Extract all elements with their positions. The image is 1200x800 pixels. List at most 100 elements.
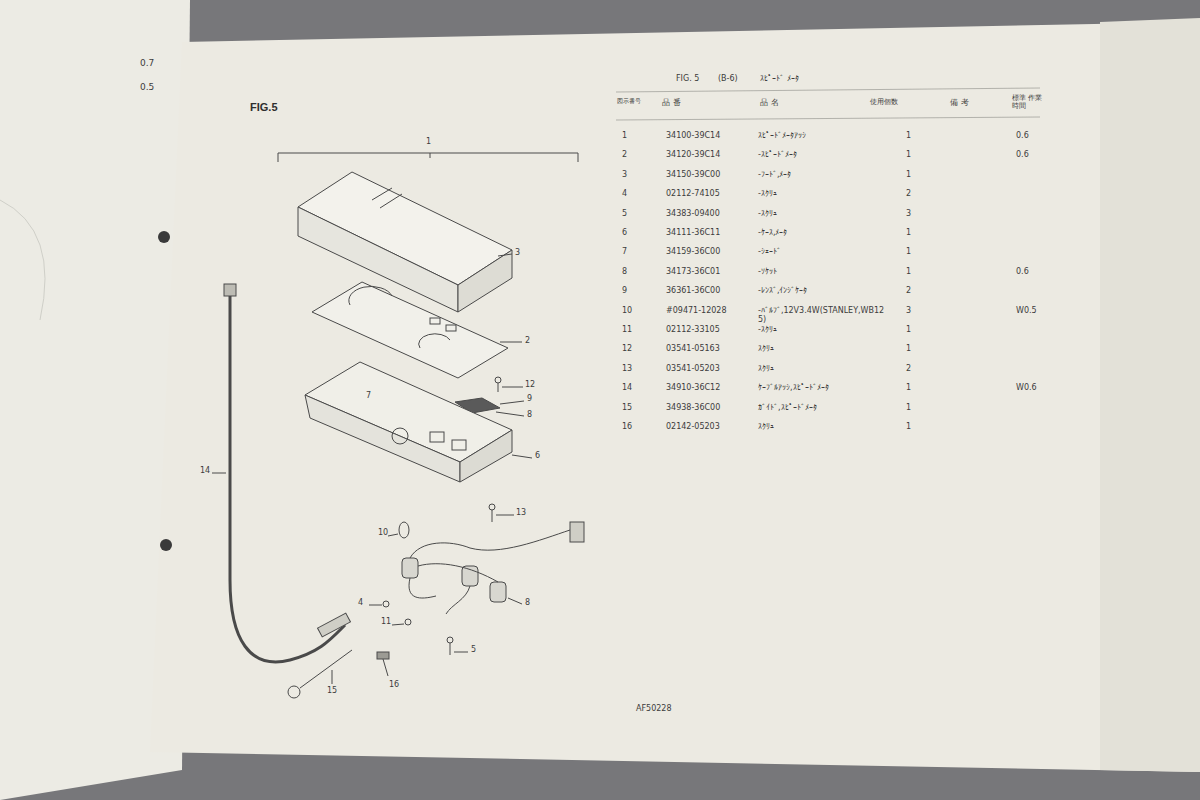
callout-number: 9 (527, 394, 532, 403)
part-name: -ｽｸﾘｭ (758, 325, 777, 334)
connector (570, 522, 584, 542)
ref-number: 12 (622, 344, 632, 353)
ref-number: 1 (622, 131, 627, 140)
page-shade (1100, 18, 1200, 772)
quantity: 1 (906, 228, 911, 237)
binder-hole (160, 539, 172, 551)
cable-guide (300, 650, 352, 688)
quantity: 3 (906, 209, 911, 218)
ref-number: 8 (622, 267, 627, 276)
part-name: ｽｸﾘｭ (758, 422, 774, 431)
bracket-tick (430, 153, 431, 158)
time-value: 0.7 (140, 58, 154, 68)
ref-number: 13 (622, 364, 632, 373)
part-number: 34938-36C00 (666, 403, 720, 412)
meter-hood-side (458, 250, 512, 312)
leader-line (392, 624, 404, 625)
ref-number: 4 (622, 189, 627, 198)
table-title: ｽﾋﾟｰﾄﾞ ﾒｰﾀ (760, 74, 799, 83)
time-value: 0.5 (140, 82, 154, 92)
leader-line (496, 515, 514, 516)
part-number: 34910-36C12 (666, 383, 720, 392)
wire-harness (410, 530, 570, 558)
table-rule (616, 88, 1040, 92)
part-number: 02112-33105 (666, 325, 720, 334)
part-name: -ｽｸﾘｭ (758, 209, 777, 218)
part-name: -ｼｪｰﾄﾞ (758, 247, 781, 256)
column-header: 標準 作業時間 (1012, 94, 1046, 110)
quantity: 1 (906, 344, 911, 353)
screw (489, 504, 495, 510)
leader-line (369, 605, 382, 606)
ref-number: 10 (622, 306, 632, 315)
labour-time: W0.6 (1016, 383, 1037, 392)
part-number: 03541-05163 (666, 344, 720, 353)
screw (492, 510, 493, 522)
part-number: 02142-05203 (666, 422, 720, 431)
indicator-window (446, 325, 456, 331)
screw (383, 601, 389, 607)
cable-fitting (318, 613, 351, 637)
quantity: 1 (906, 267, 911, 276)
ref-number: 16 (622, 422, 632, 431)
callout-number: 16 (389, 680, 399, 689)
leader-line (512, 455, 532, 458)
ref-number: 5 (622, 209, 627, 218)
quantity: 3 (906, 306, 911, 315)
figure-title: FIG.5 (250, 101, 278, 113)
leader-line (498, 254, 512, 256)
quantity: 1 (906, 150, 911, 159)
cable-ferrule (224, 284, 236, 296)
labour-time: 0.6 (1016, 131, 1029, 140)
screw (450, 643, 451, 655)
indicator-window (430, 318, 440, 324)
ref-number: 2 (622, 150, 627, 159)
column-header: 品 番 (662, 98, 681, 107)
callout-number: 15 (327, 686, 337, 695)
callout-number: 6 (535, 451, 540, 460)
meter-face (312, 282, 508, 378)
part-number: #09471-12028 (666, 306, 727, 315)
part-number: 36361-36C00 (666, 286, 720, 295)
table-title: (B-6) (718, 74, 738, 83)
callout-number: 12 (525, 380, 535, 389)
callout-number: 11 (381, 617, 391, 626)
part-number: 34120-39C14 (666, 150, 720, 159)
wire-harness (409, 578, 436, 598)
ref-number: 3 (622, 170, 627, 179)
callout-number: 13 (516, 508, 526, 517)
ref-number: 14 (622, 383, 632, 392)
cable-boss (392, 428, 408, 444)
quantity: 1 (906, 247, 911, 256)
part-name: -ｽﾋﾟｰﾄﾞﾒｰﾀ (758, 150, 797, 159)
assembly-bracket (278, 153, 578, 162)
screw (383, 659, 388, 676)
callout-number: 8 (527, 410, 532, 419)
quantity: 1 (906, 170, 911, 179)
binder-hole (158, 231, 170, 243)
part-name: ｽｸﾘｭ (758, 364, 774, 373)
callout-number: 5 (471, 645, 476, 654)
callout-number: 3 (515, 248, 520, 257)
labour-time: 0.6 (1016, 150, 1029, 159)
socket-hole (430, 432, 444, 442)
callout-number: 10 (378, 528, 388, 537)
part-number: 03541-05203 (666, 364, 720, 373)
ref-number: 7 (622, 247, 627, 256)
labour-time: W0.5 (1016, 306, 1037, 315)
column-header: 品 名 (760, 98, 779, 107)
part-number: 34100-39C14 (666, 131, 720, 140)
quantity: 1 (906, 403, 911, 412)
fuel-dial (419, 334, 450, 348)
callout-number: 1 (426, 137, 431, 146)
callout-number: 2 (525, 336, 530, 345)
column-header: 図示番号 (617, 98, 641, 105)
part-number: 34159-36C00 (666, 247, 720, 256)
meter-case-side (305, 395, 460, 482)
part-name: -ｿｹｯﾄ (758, 267, 777, 276)
labour-time: 0.6 (1016, 267, 1029, 276)
right-page (150, 22, 1200, 772)
part-name: ｽﾋﾟｰﾄﾞﾒｰﾀｱｯｼ (758, 131, 806, 140)
callout-number: 7 (366, 391, 371, 400)
